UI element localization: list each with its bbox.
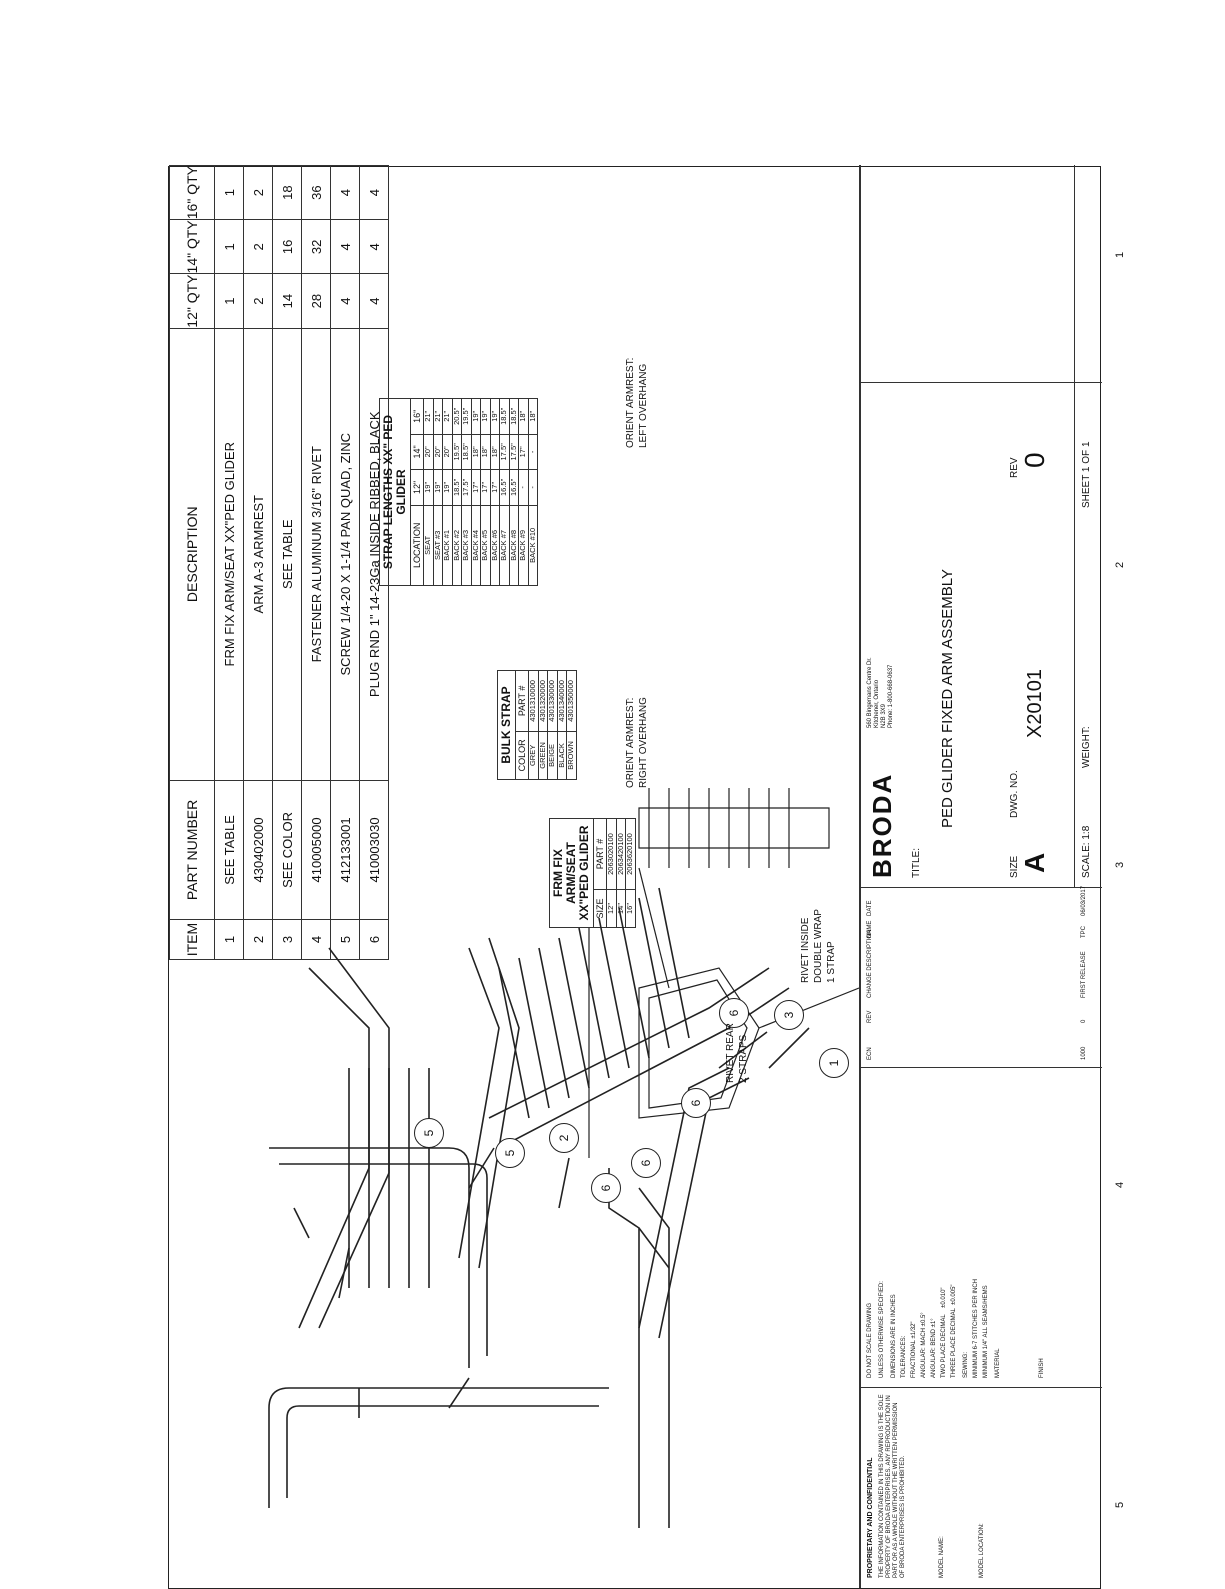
rev-table-header: CHANGE DESCRIPTION [867,929,873,998]
frame-leg [268,1387,609,1508]
note-orient-right: ORIENT ARMREST: RIGHT OVERHANG [625,697,649,788]
drawing-sheet: ITEM PART NUMBER DESCRIPTION 12" QTY 14"… [168,165,1126,1589]
rev-table-header: REV [867,1010,873,1023]
rev-value: 0 [1019,452,1050,468]
rev-cell: 06/03/2017 [1081,885,1087,916]
callout-balloon: 2 [549,1123,579,1153]
sewing-label: SEWING: [963,1351,969,1378]
leader-line [558,1157,570,1209]
dwg-no-label: DWG. NO. [1009,770,1020,818]
note-orient-left: ORIENT ARMREST: LEFT OVERHANG [625,357,649,448]
seat-straps [348,1068,430,1288]
leader-line [448,1377,470,1409]
leader-line [718,1031,768,1069]
tolerance-fractional: FRACTIONAL ±1/32" [911,1321,917,1378]
callout-balloon: 6 [681,1088,711,1118]
dimensions-note: DIMENSIONS ARE IN INCHES [891,1294,897,1378]
callout-balloon: 5 [414,1118,444,1148]
zone-number: 2 [1114,561,1126,568]
tolerance-angular-bend: ANGULAR: BEND ±1° [931,1318,937,1378]
sewing-seams: MINIMUM 1/4" ALL SEAMS/HEMS [983,1285,989,1378]
glider-isometric-drawing [268,788,859,1528]
frame-leg [279,1163,488,1356]
zone-number: 5 [1114,1501,1126,1508]
zone-number: 4 [1114,1181,1126,1188]
tolerance-two-place: TWO PLACE DECIMAL ±0.010" [941,1287,947,1378]
callout-balloon: 1 [819,1048,849,1078]
back-frame [488,967,770,1119]
side-view-back [758,987,859,1029]
do-not-scale: DO NOT SCALE DRAWING [867,1302,873,1378]
zone-number: 1 [1114,251,1126,258]
seat-frame [318,947,390,1329]
leader-line [768,1027,810,1069]
frame-leg [269,1147,470,1368]
back-straps [498,887,690,1119]
drawing-title: PED GLIDER FIXED ARM ASSEMBLY [939,569,956,828]
rev-table-header: ECN [867,1047,873,1060]
sewing-stitches: MINIMUM 6-7 STITCHES PER INCH [973,1278,979,1378]
rev-cell: TPC [1081,926,1087,938]
title-block: PROPRIETARY AND CONFIDENTIAL THE INFORMA… [859,165,1102,1588]
frame-leg [286,1405,599,1498]
rev-cell: 0 [1081,1019,1087,1023]
material-label: MATERIAL [995,1348,1001,1378]
rev-cell: FIRST RELEASE [1081,951,1087,998]
company-address: 560 Bingemans Centre Dr. Kitchener, Onta… [867,657,894,728]
scale: SCALE: 1:8 [1081,825,1092,878]
zone-number: 3 [1114,861,1126,868]
rev-cell: 1000 [1081,1046,1087,1060]
size-value: A [1019,852,1050,873]
armrest [458,937,520,1269]
sheet-number: SHEET 1 OF 1 [1081,441,1092,508]
note-rivet-rear: RIVET REAR 2 STRAPS [725,1023,749,1083]
tolerance-three-place: THREE PLACE DECIMAL ±0.005" [951,1284,957,1378]
frame-rail [608,1168,640,1528]
leader-line [468,1147,495,1189]
unless-specified: UNLESS OTHERWISE SPECIFIED: [879,1281,885,1378]
rev-table-header: DATE [867,900,873,916]
front-view-straps [648,788,790,868]
callout-balloon: 3 [774,1000,804,1030]
tolerance-angular-mach: ANGULAR: MACH ±0.5° [921,1312,927,1378]
weight: WEIGHT: [1081,726,1092,768]
company-logo: BRODA [867,772,897,878]
leader-line [638,1227,670,1269]
title-label: TITLE: [911,847,922,878]
dwg-no: X20101 [1024,669,1046,738]
leader-line [293,1207,310,1239]
callout-balloon: 5 [495,1138,525,1168]
callout-balloon: 6 [631,1148,661,1178]
model-location-label: MODEL LOCATION: [979,1523,985,1578]
side-view-arm [638,867,670,989]
front-view-frame [638,807,830,849]
model-name-label: MODEL NAME: [939,1536,945,1578]
proprietary-title: PROPRIETARY AND CONFIDENTIAL [867,1457,874,1578]
proprietary-text: THE INFORMATION CONTAINED IN THIS DRAWIN… [879,1394,906,1578]
tolerances-label: TOLERANCES: [901,1335,907,1378]
note-rivet-inside: RIVET INSIDE DOUBLE WRAP 1 STRAP [800,909,837,983]
callout-balloon: 6 [591,1173,621,1203]
frame-rail [638,1187,670,1528]
back-frame [498,987,790,1149]
rev-table-header: NAME [867,920,873,938]
leader-line [338,1247,350,1299]
finish-label: FINISH [1039,1358,1045,1378]
